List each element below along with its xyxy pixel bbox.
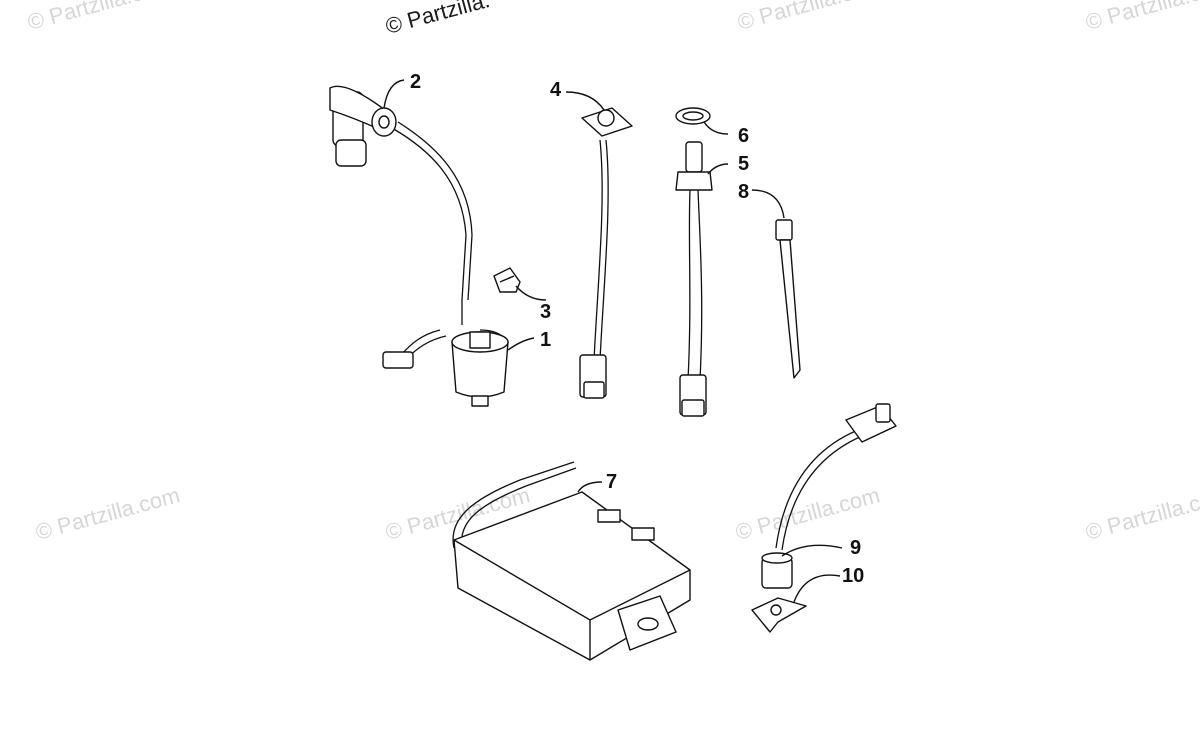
callout-7: 7 bbox=[606, 471, 617, 493]
callout-6: 6 bbox=[738, 125, 749, 147]
watermark: © Partzilla.com bbox=[33, 482, 183, 545]
temp-sensor bbox=[675, 107, 713, 417]
watermark: © Partzilla.com bbox=[735, 0, 885, 35]
callout-1: 1 bbox=[540, 329, 551, 351]
watermark: © Partzilla.com bbox=[25, 0, 175, 35]
callout-9: 9 bbox=[850, 537, 861, 559]
leader-lines bbox=[383, 79, 843, 603]
callout-10: 10 bbox=[842, 565, 864, 587]
watermark: © Partzilla.com bbox=[733, 482, 883, 545]
ignition-coil bbox=[382, 300, 509, 407]
callout-2: 2 bbox=[410, 71, 421, 93]
knock-sensor bbox=[751, 403, 897, 633]
watermark: © Partzilla.com bbox=[1083, 0, 1200, 35]
callout-4: 4 bbox=[550, 79, 562, 101]
cable-tie bbox=[775, 219, 801, 379]
wire-clip bbox=[493, 267, 521, 293]
watermark-top: © Partzilla. bbox=[383, 0, 493, 39]
cdi-module bbox=[452, 461, 691, 661]
callout-3: 3 bbox=[540, 301, 551, 323]
callout-8: 8 bbox=[738, 181, 749, 203]
callouts: 1 2 3 4 5 6 7 8 9 10 bbox=[410, 71, 864, 587]
callout-5: 5 bbox=[738, 153, 749, 175]
watermark: © Partzilla.com bbox=[1083, 482, 1200, 545]
sensor-harness bbox=[579, 107, 633, 399]
spark-plug-cap bbox=[329, 85, 473, 301]
watermark-layer: © Partzilla.com © Partzilla. © Partzilla… bbox=[25, 0, 1200, 545]
